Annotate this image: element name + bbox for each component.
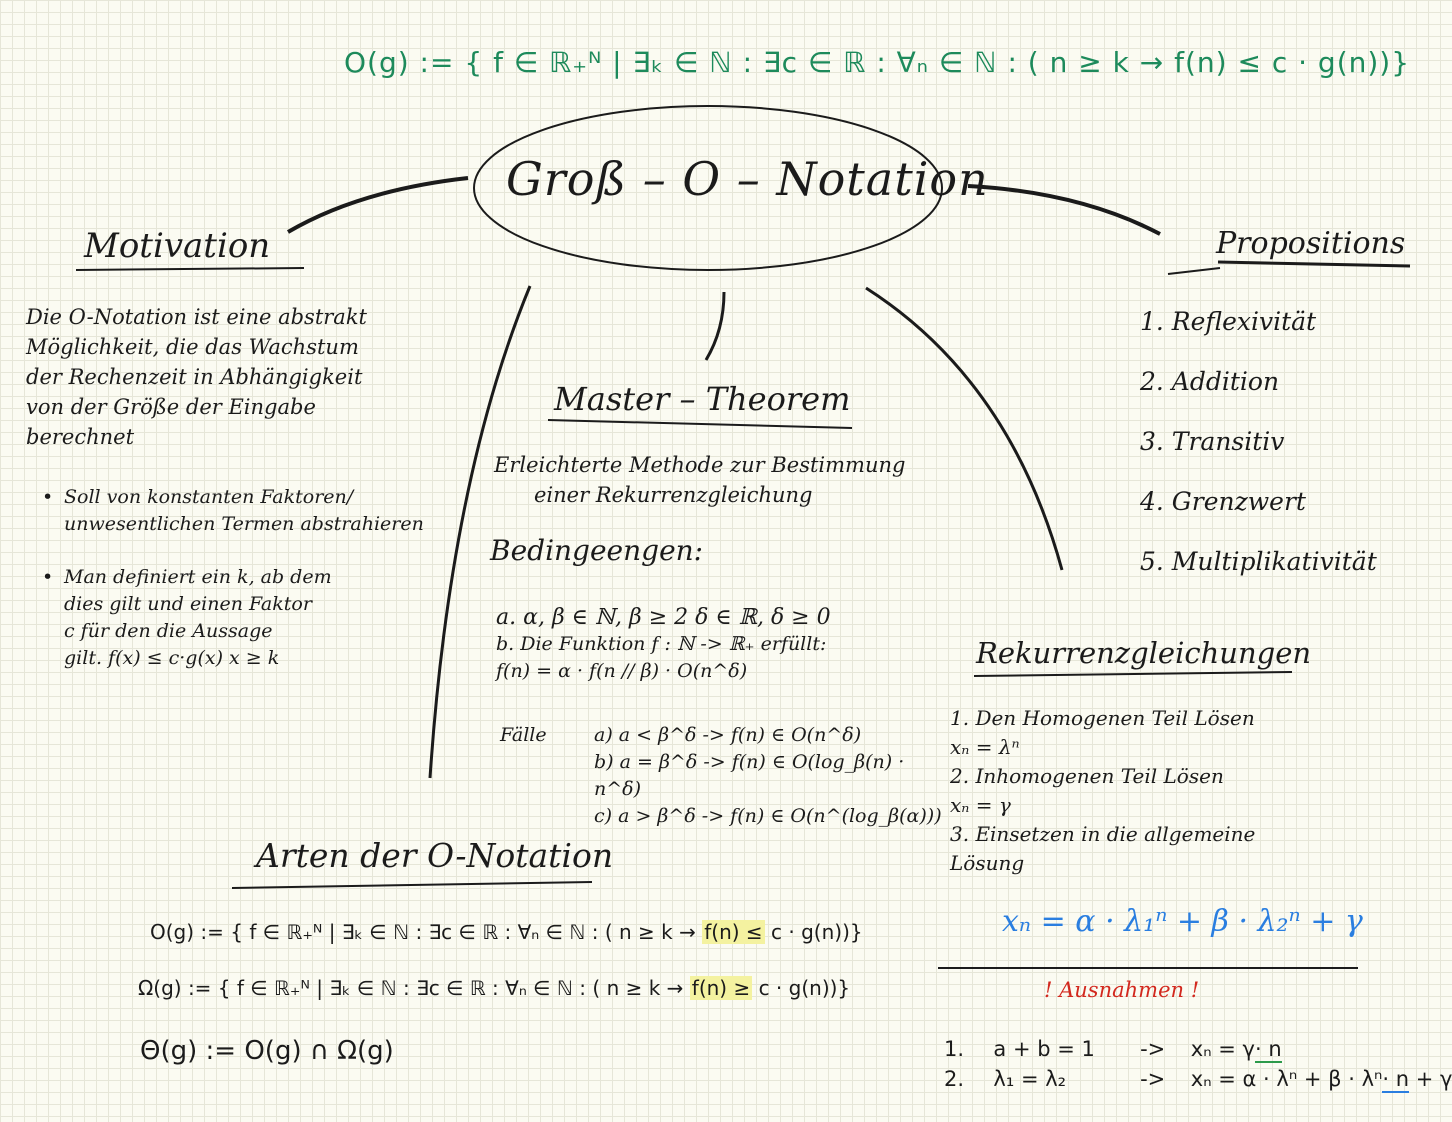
proposition-item: 3. Transitiv bbox=[1140, 427, 1285, 456]
branch-master bbox=[704, 291, 726, 361]
master-heading: Master – Theorem bbox=[554, 380, 851, 418]
big-o-definition: O(g) := { f ∈ ℝ₊ᴺ | ∃ₖ ∈ ℕ : ∃c ∈ ℝ : ∀ₙ… bbox=[150, 920, 863, 944]
branch-propositions bbox=[967, 184, 1161, 236]
omega-definition: Ω(g) := { f ∈ ℝ₊ᴺ | ∃ₖ ∈ ℕ : ∃c ∈ ℝ : ∀ₙ… bbox=[138, 976, 851, 1000]
rekurrenz-heading: Rekurrenzgleichungen bbox=[976, 636, 1312, 670]
proposition-item: 1. Reflexivität bbox=[1140, 307, 1317, 336]
branch-motivation bbox=[286, 176, 469, 234]
proposition-item: 4. Grenzwert bbox=[1140, 487, 1306, 516]
general-solution: xₙ = α · λ₁ⁿ + β · λ₂ⁿ + γ bbox=[1002, 904, 1363, 939]
master-intro: Erleichterte Methode zur Bestimmung eine… bbox=[494, 453, 906, 507]
master-cases: a) a < β^δ -> f(n) ∈ O(n^δ) b) a = β^δ -… bbox=[594, 722, 954, 830]
intro-line: der Rechenzeit in Abhängigkeit bbox=[26, 365, 363, 389]
underline-arten bbox=[231, 881, 593, 889]
case-item: c) a > β^δ -> f(n) ∈ O(n^(log_β(α))) bbox=[594, 805, 942, 827]
underline-motivation bbox=[75, 267, 305, 271]
motivation-intro: Die O-Notation ist eine abstrakt Möglich… bbox=[26, 302, 446, 452]
exception-row: 2. λ₁ = λ₂ -> xₙ = α · λⁿ + β · λⁿ· n + … bbox=[944, 1067, 1452, 1093]
cases-label: Fälle bbox=[500, 724, 547, 746]
intro-line: von der Größe der Eingabe bbox=[26, 395, 316, 419]
underline-master bbox=[547, 419, 853, 429]
exceptions-title: ! Ausnahmen ! bbox=[1044, 978, 1200, 1002]
intro-line: Möglichkeit, die das Wachstum bbox=[26, 335, 359, 359]
theta-definition: Θ(g) := O(g) ∩ Ω(g) bbox=[140, 1036, 394, 1066]
intro-line: Die O-Notation ist eine abstrakt bbox=[26, 305, 367, 329]
rekurrenz-steps: 1. Den Homogenen Teil Lösen xₙ = λⁿ 2. I… bbox=[950, 706, 1256, 875]
branch-arten bbox=[428, 285, 532, 779]
underline-rekurrenz bbox=[973, 671, 1293, 677]
propositions-list: 1. Reflexivität 2. Addition 3. Transitiv… bbox=[1140, 292, 1420, 592]
motivation-heading: Motivation bbox=[84, 226, 271, 266]
master-conditions: a. α, β ∈ ℕ, β ≥ 2 δ ∈ ℝ, δ ≥ 0 b. Die F… bbox=[496, 605, 831, 682]
underline-propositions bbox=[1217, 260, 1411, 268]
conditions-heading: Bedingeengen: bbox=[490, 534, 704, 567]
arten-heading: Arten der O-Notation bbox=[256, 836, 614, 875]
branch-rekurrenz bbox=[865, 286, 1064, 571]
case-item: b) a = β^δ -> f(n) ∈ O(log_β(n) · n^δ) bbox=[594, 751, 905, 800]
page-title: Groß – O – Notation bbox=[506, 152, 989, 206]
exception-row: 1. a + b = 1 -> xₙ = γ· n bbox=[944, 1037, 1282, 1063]
top-formula: O(g) := { f ∈ ℝ₊ᴺ | ∃ₖ ∈ ℕ : ∃c ∈ ℝ : ∀ₙ… bbox=[344, 46, 1411, 79]
intro-line: berechnet bbox=[26, 425, 135, 449]
proposition-item: 5. Multiplikativität bbox=[1140, 547, 1377, 576]
case-item: a) a < β^δ -> f(n) ∈ O(n^δ) bbox=[594, 724, 862, 746]
proposition-item: 2. Addition bbox=[1140, 367, 1280, 396]
bullet-item: Soll von konstanten Faktoren/ unwesentli… bbox=[42, 484, 464, 538]
title-ellipse bbox=[473, 105, 943, 271]
motivation-bullets: Soll von konstanten Faktoren/ unwesentli… bbox=[40, 484, 464, 698]
bullet-item: Man definiert ein k, ab dem dies gilt un… bbox=[42, 564, 464, 672]
exceptions-list: 1. a + b = 1 -> xₙ = γ· n 2. λ₁ = λ₂ -> … bbox=[944, 1034, 1452, 1094]
propositions-heading: Propositions bbox=[1216, 226, 1406, 261]
